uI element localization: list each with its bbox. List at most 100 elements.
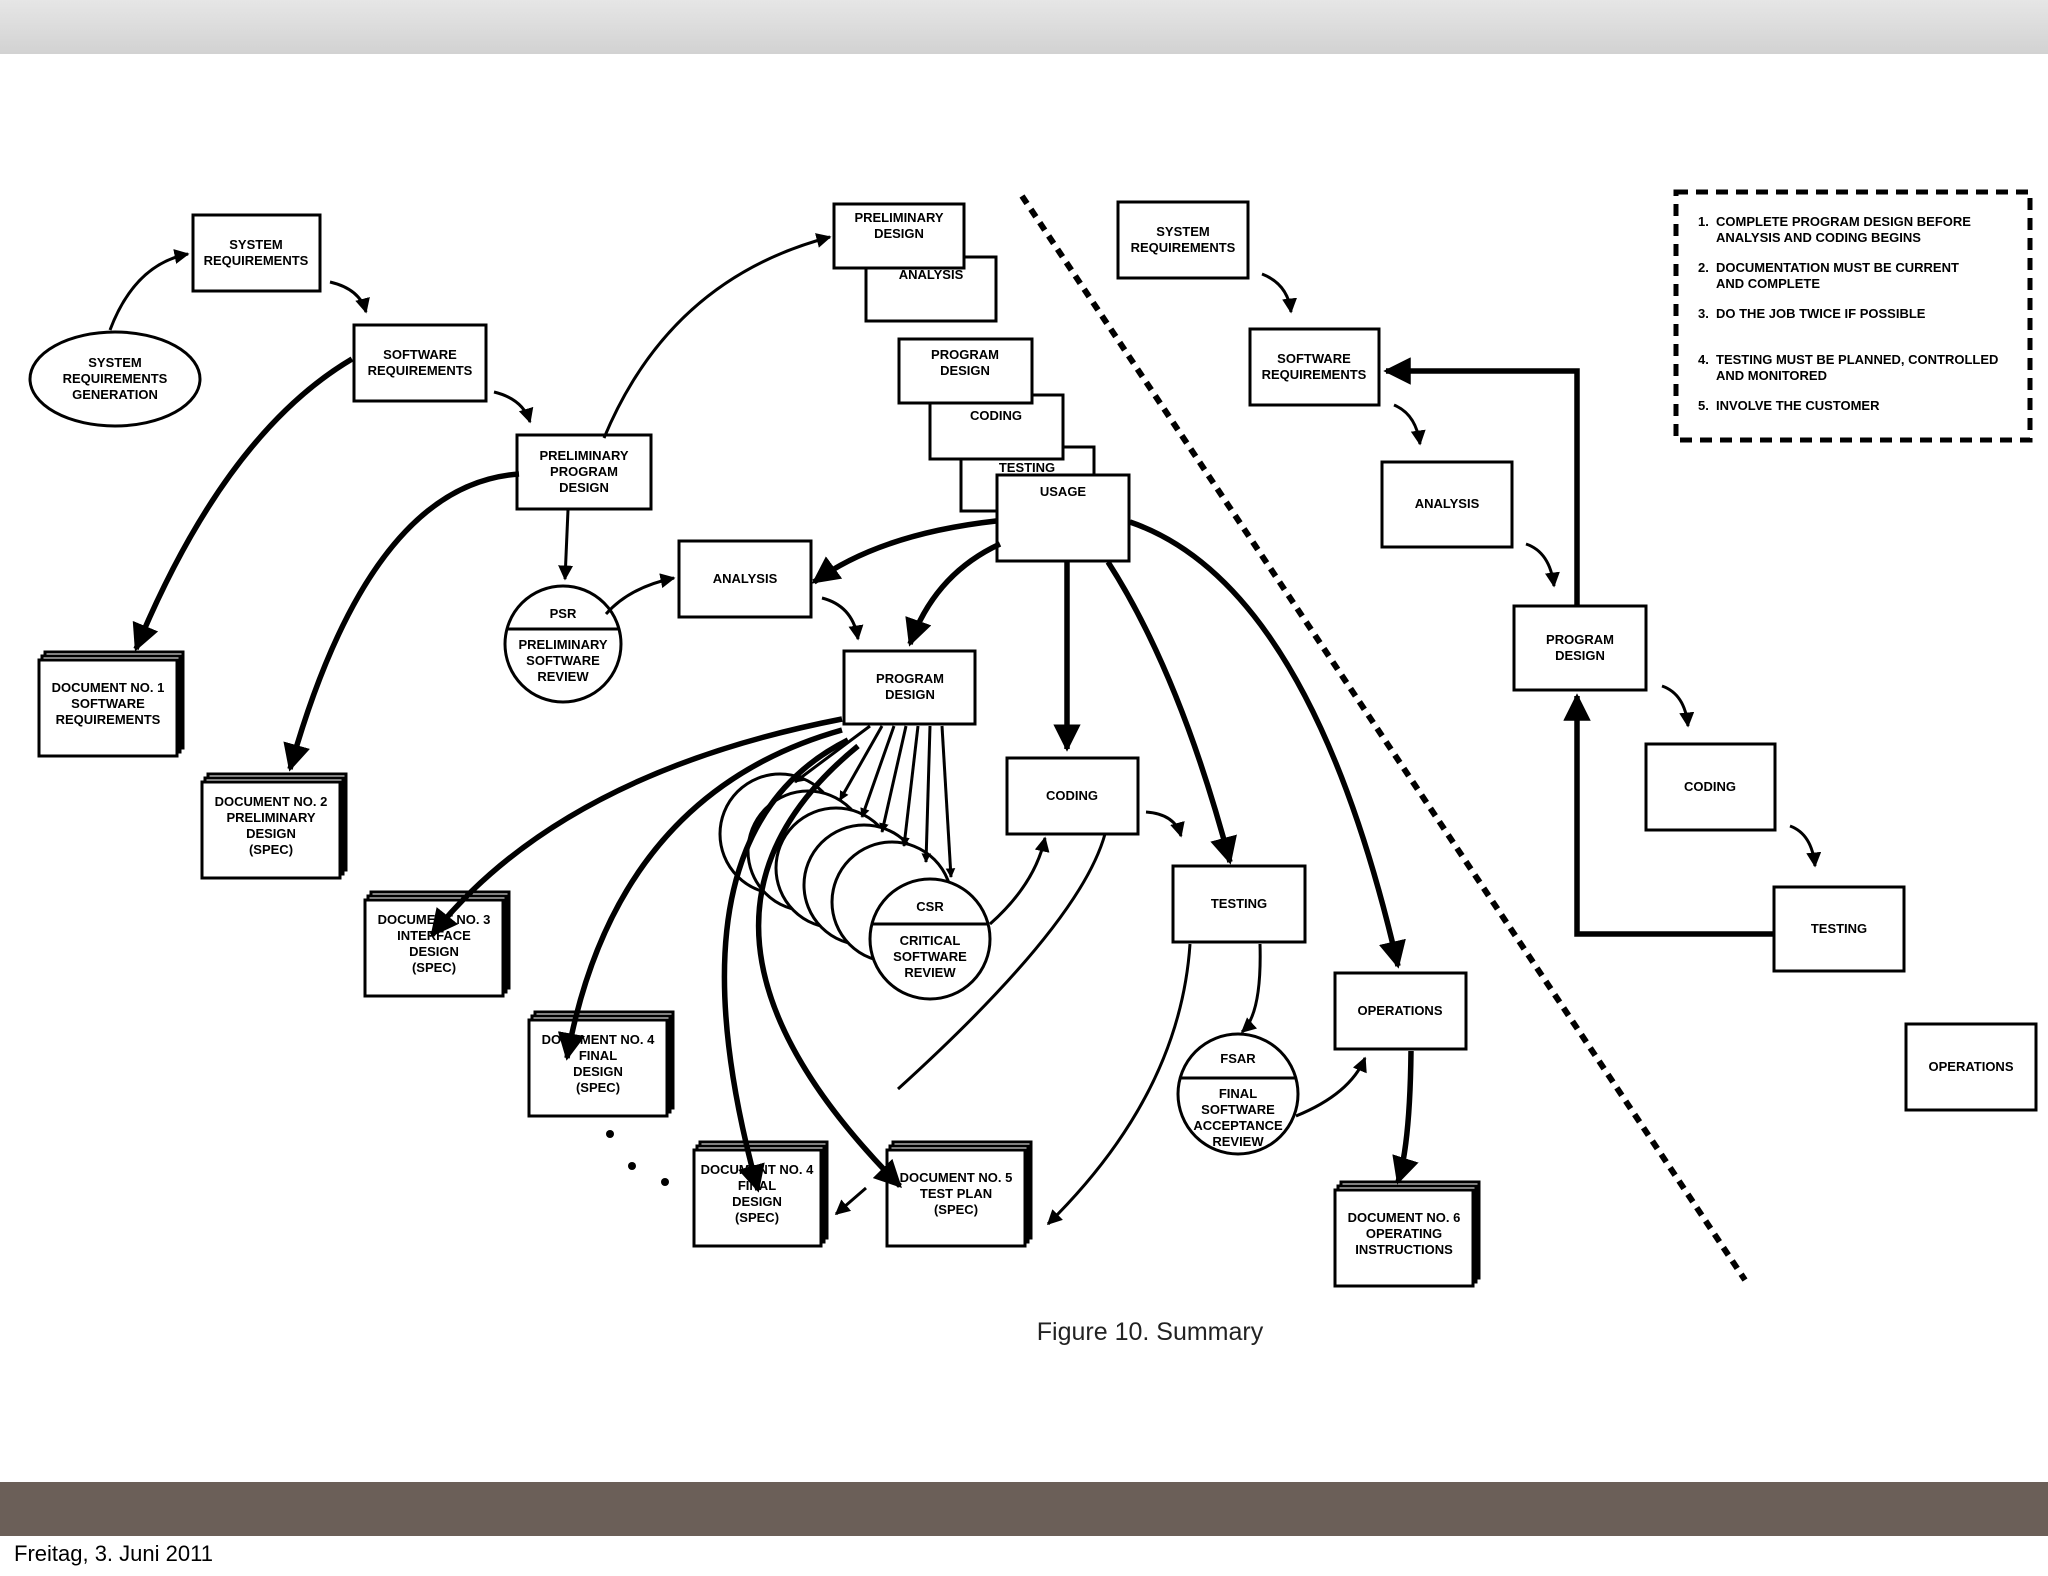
psr-abbr-label: PSR (550, 606, 577, 621)
testing-box (1171, 864, 1307, 944)
principle-4-number: 4. (1698, 352, 1709, 367)
system-requirements-generation-ellipse (28, 330, 202, 428)
r-system-requirements-box (1116, 200, 1250, 280)
r-arrow-sw-to-analysis (1393, 403, 1426, 446)
arrow-ppd-to-doc2 (283, 471, 520, 772)
r-testing-label: TESTING (1811, 921, 1867, 936)
arrow-usage-to-operations (1129, 519, 1406, 969)
ellipsis-dot-2 (628, 1162, 636, 1170)
doc4b (692, 1140, 829, 1248)
analysis-box (677, 539, 813, 619)
r-testing-box (1772, 885, 1906, 973)
principles-box (1673, 189, 2033, 443)
ellipsis-dot-3 (661, 1178, 669, 1186)
stack-5-label: TESTING (999, 460, 1055, 475)
principle-5-text: INVOLVE THE CUSTOMER (1716, 398, 1880, 413)
r-coding-label: CODING (1684, 779, 1736, 794)
r-arrow-analysis-to-progdesign (1525, 542, 1560, 588)
r-arrow-coding-to-testing (1789, 824, 1822, 868)
arrow-coding-to-testing (1145, 810, 1185, 838)
r-arrow-sys-to-sw (1261, 272, 1298, 314)
principle-5-number: 5. (1698, 398, 1709, 413)
arrow-testing-to-fsar (1240, 943, 1262, 1034)
r-coding-box (1644, 742, 1777, 832)
program-design-box (842, 649, 977, 726)
fan-arrow-2 (838, 725, 884, 801)
doc2 (200, 772, 348, 880)
fan-arrow-5 (900, 725, 920, 847)
fan-arrow-4 (879, 725, 908, 833)
system-requirements-box (191, 213, 322, 293)
operations-box (1333, 971, 1468, 1051)
stack-2-label: ANALYSIS (899, 267, 964, 282)
fsar-abbr-label: FSAR (1220, 1051, 1256, 1066)
csr-circle (868, 877, 992, 1001)
r-feedback-testing-to-progdesign (1563, 693, 1774, 937)
r-operations-label: OPERATIONS (1929, 1059, 2014, 1074)
arrow-ppd-to-psr (558, 509, 574, 581)
arrow-swreq-to-ppd (493, 390, 534, 424)
fan-arrow-7 (940, 725, 956, 878)
doc5 (885, 1140, 1033, 1248)
testing-label: TESTING (1211, 896, 1267, 911)
arrow-ppd-to-prelim-design (602, 233, 832, 439)
fan-arrow-3 (860, 725, 896, 818)
stack-box-program-design (897, 337, 1034, 405)
principle-3-number: 3. (1698, 306, 1709, 321)
doc2-front (200, 780, 342, 880)
r-analysis-box (1380, 460, 1514, 549)
stack-4-label: CODING (970, 408, 1022, 423)
arrow-swreq-to-doc1 (132, 356, 354, 652)
arrow-progdesign-to-doc4a (557, 727, 843, 1061)
arrow-operations-to-doc6 (1392, 1050, 1419, 1185)
dashed-divider (1019, 194, 1748, 1282)
doc4a-front (527, 1018, 669, 1118)
arrow-usage-to-testing (1105, 560, 1237, 865)
doc6 (1333, 1180, 1481, 1288)
arrow-progdesign-to-doc4b (721, 737, 850, 1193)
csr-abbr-label: CSR (916, 899, 944, 914)
arrow-usage-to-progdesign (905, 541, 1002, 647)
coding-box (1005, 756, 1140, 836)
arrow-progdesign-to-doc3 (429, 716, 843, 938)
r-arrow-progdesign-to-coding (1661, 684, 1695, 728)
line-coding-down (896, 833, 1107, 1091)
r-feedback-progdesign-to-sw (1383, 357, 1580, 606)
doc6-front (1333, 1188, 1475, 1288)
arrow-progdesign-to-doc5 (755, 743, 902, 1188)
psr-circle (503, 584, 623, 704)
left-arrows (108, 233, 1419, 1226)
arrow-usage-to-analysis (811, 518, 997, 585)
review-circles (718, 772, 992, 1001)
fan-arrow-6 (921, 725, 932, 863)
usage-label: USAGE (1040, 484, 1087, 499)
analysis-label: ANALYSIS (713, 571, 778, 586)
usage-box (995, 473, 1131, 563)
arrow-testing-to-doc5 (1046, 943, 1192, 1226)
principle-2-number: 2. (1698, 260, 1709, 275)
fsar-circle (1176, 1032, 1300, 1156)
bottom-band (0, 1482, 2048, 1536)
r-operations-box (1904, 1022, 2038, 1112)
